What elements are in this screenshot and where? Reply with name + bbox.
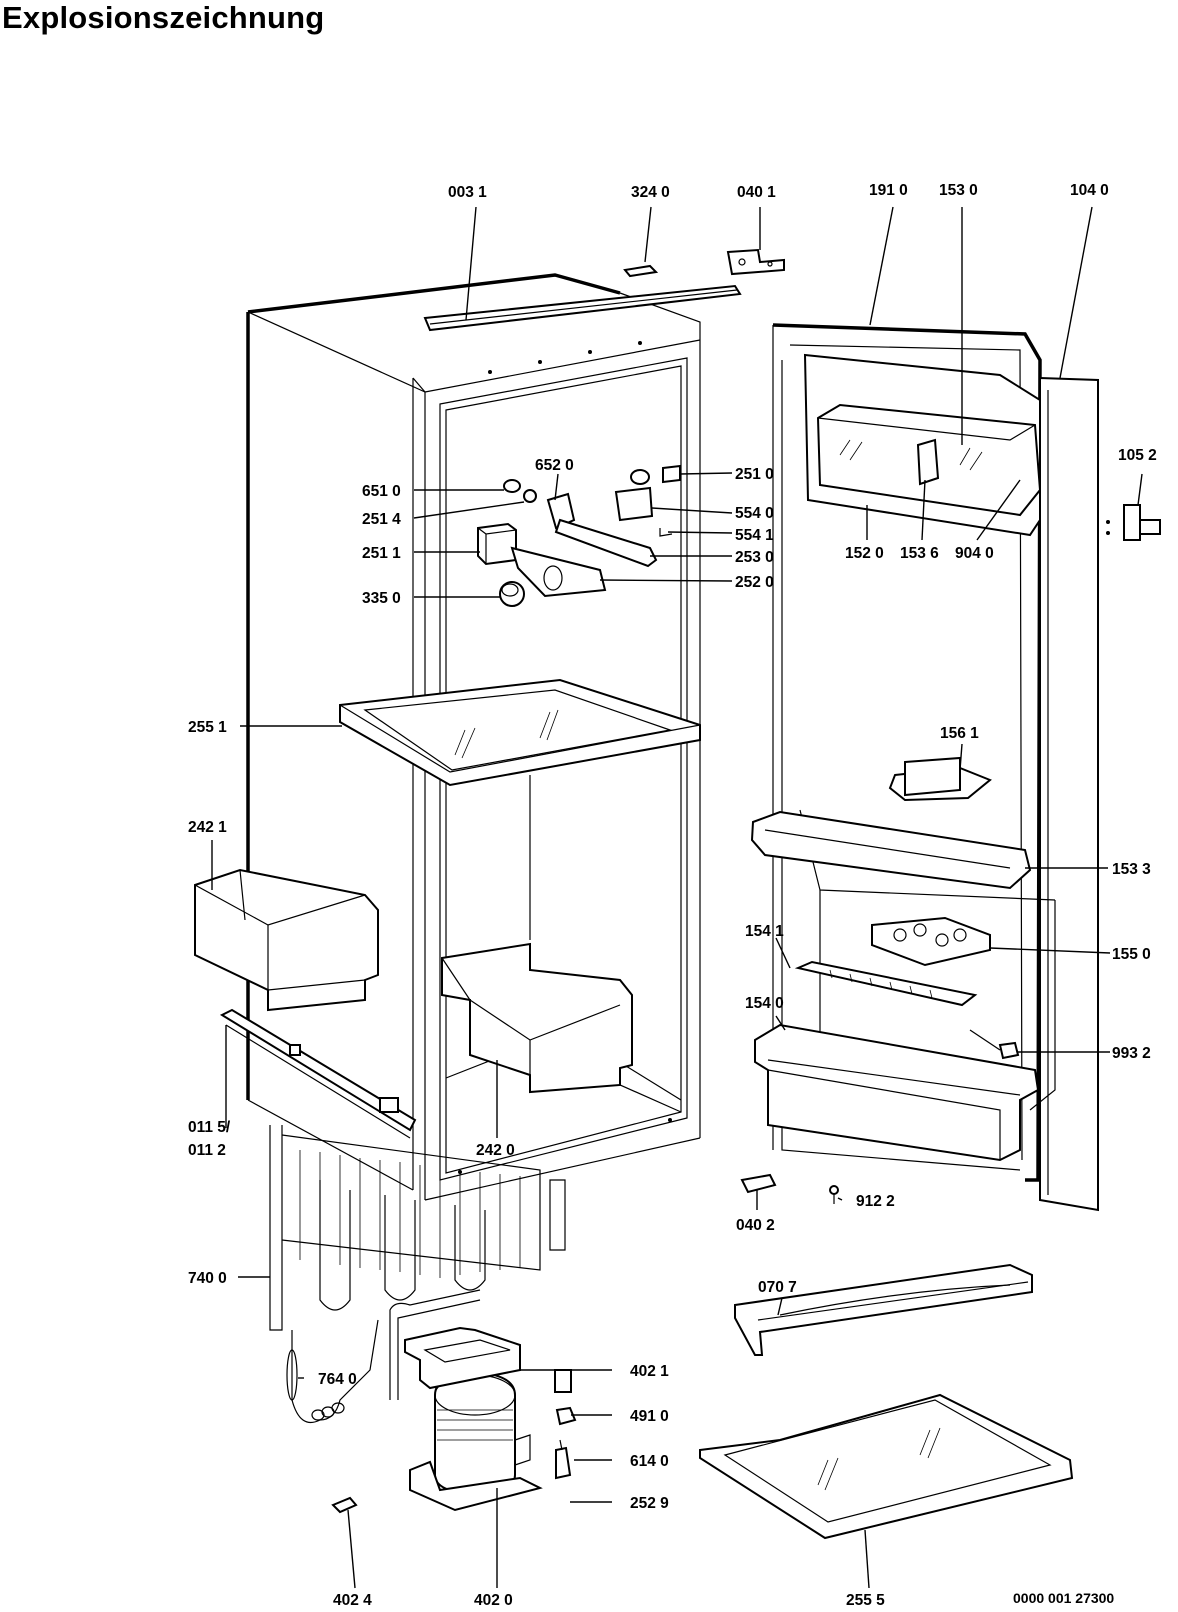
part-label: 156 1 — [940, 725, 979, 742]
part-label: 011 2 — [188, 1142, 226, 1159]
part-label: 912 2 — [856, 1193, 895, 1210]
page-title: Explosionszeichnung — [2, 0, 325, 35]
capillary-tube — [286, 1319, 379, 1424]
part-labels: 003 1 324 0 040 1 191 0 153 0 104 0 105 … — [188, 182, 1157, 1609]
part-label: 153 6 — [900, 545, 939, 562]
part-label: 904 0 — [955, 545, 994, 562]
spring-clip — [331, 1496, 358, 1514]
part-label: 402 4 — [333, 1592, 372, 1609]
glass-shelf-upper — [339, 678, 701, 787]
part-label: 402 0 — [474, 1592, 513, 1609]
bottom-trim-strip — [219, 1008, 417, 1139]
part-label: 252 9 — [630, 1495, 669, 1512]
part-label: 252 0 — [735, 574, 774, 591]
upper-hinge-bracket — [726, 248, 785, 276]
part-label: 105 2 — [1118, 447, 1157, 464]
butter-compartment — [803, 353, 1042, 537]
part-label: 554 0 — [735, 505, 774, 522]
part-label: 104 0 — [1070, 182, 1109, 199]
part-label: 191 0 — [869, 182, 908, 199]
part-label: 070 7 — [758, 1279, 797, 1296]
screw — [829, 1185, 839, 1204]
part-label: 040 2 — [736, 1217, 775, 1234]
control-unit — [477, 464, 681, 607]
part-label: 251 0 — [735, 466, 774, 483]
egg-tray — [888, 756, 992, 802]
egg-holder — [871, 916, 991, 967]
compressor-mount — [404, 1326, 521, 1390]
part-label: 242 0 — [476, 1142, 515, 1159]
top-trim-strip — [423, 284, 742, 332]
door-bottle-rail — [794, 960, 978, 1007]
glass-shelf-lower — [699, 1393, 1074, 1540]
part-label: 255 1 — [188, 719, 227, 736]
part-label: 153 0 — [939, 182, 978, 199]
vegetable-crisper-lower — [441, 942, 633, 1094]
part-label: 764 0 — [318, 1371, 357, 1388]
relay-parts — [554, 1369, 577, 1480]
door-shelf-lower — [754, 1023, 1040, 1162]
part-label: 152 0 — [845, 545, 884, 562]
part-label: 993 2 — [1112, 1045, 1151, 1062]
part-label: 154 1 — [745, 923, 784, 940]
part-label: 251 1 — [362, 545, 401, 562]
part-label: 554 1 — [735, 527, 774, 544]
part-label: 614 0 — [630, 1453, 669, 1470]
lower-hinge-bracket — [740, 1173, 777, 1194]
door-shelf-upper — [750, 810, 1032, 890]
part-label: 255 5 — [846, 1592, 885, 1609]
vegetable-crisper-upper — [194, 868, 379, 1012]
part-label: 335 0 — [362, 590, 401, 607]
small-clip — [623, 264, 659, 278]
part-label: 153 3 — [1112, 861, 1151, 878]
part-label: 251 4 — [362, 511, 401, 528]
plinth-strip — [734, 1263, 1033, 1356]
part-label: 651 0 — [362, 483, 401, 500]
part-label: 155 0 — [1112, 946, 1151, 963]
part-label: 011 5/ — [188, 1119, 231, 1136]
part-label: 491 0 — [630, 1408, 669, 1425]
document-number: 0000 001 27300 — [1013, 1590, 1115, 1606]
part-label: 740 0 — [188, 1270, 227, 1287]
compressor — [389, 1289, 543, 1512]
leader-lines — [211, 206, 1143, 1589]
part-label: 003 1 — [448, 184, 487, 201]
part-label: 402 1 — [630, 1363, 669, 1380]
part-label: 652 0 — [535, 457, 574, 474]
condenser — [269, 1125, 566, 1331]
part-label: 154 0 — [745, 995, 784, 1012]
part-label: 242 1 — [188, 819, 227, 836]
part-label: 324 0 — [631, 184, 670, 201]
door-spring — [969, 1029, 1020, 1060]
part-label: 040 1 — [737, 184, 776, 201]
part-label: 253 0 — [735, 549, 774, 566]
door-hinge — [1106, 504, 1161, 541]
